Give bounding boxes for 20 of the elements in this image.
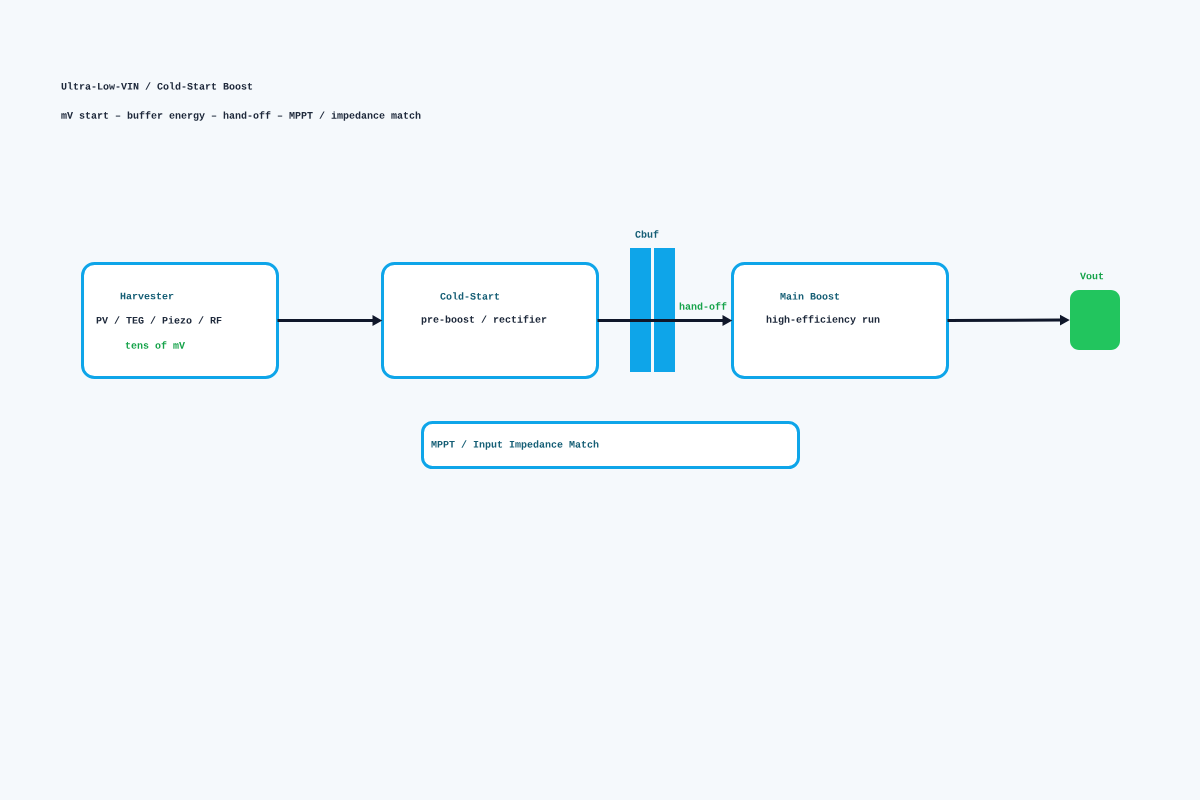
box-heading: Cold-Start bbox=[440, 292, 500, 300]
note-text: tens of mV bbox=[125, 341, 185, 349]
process-box bbox=[381, 262, 599, 379]
terminal-label: Vout bbox=[1080, 272, 1104, 280]
title: Ultra-Low-VIN / Cold-Start Boost bbox=[61, 82, 253, 90]
process-box bbox=[421, 421, 800, 469]
output-terminal bbox=[1070, 272, 1120, 350]
subtitle: mV start – buffer energy – hand-off – MPPT / impedance match bbox=[61, 111, 421, 121]
box-heading: Main Boost bbox=[780, 292, 840, 300]
capacitor-label: Cbuf bbox=[635, 230, 659, 238]
box-text: high-efficiency run bbox=[766, 315, 880, 325]
box-text: pre-boost / rectifier bbox=[421, 315, 547, 325]
box-text: PV / TEG / Piezo / RF bbox=[96, 316, 222, 324]
process-box bbox=[731, 262, 949, 379]
connector-line bbox=[597, 319, 630, 322]
process-box bbox=[81, 262, 279, 379]
capacitor-symbol bbox=[630, 230, 675, 372]
box-heading: Harvester bbox=[120, 292, 174, 300]
edge-label: hand-off bbox=[679, 302, 727, 310]
box-heading: MPPT / Input Impedance Match bbox=[431, 440, 599, 450]
